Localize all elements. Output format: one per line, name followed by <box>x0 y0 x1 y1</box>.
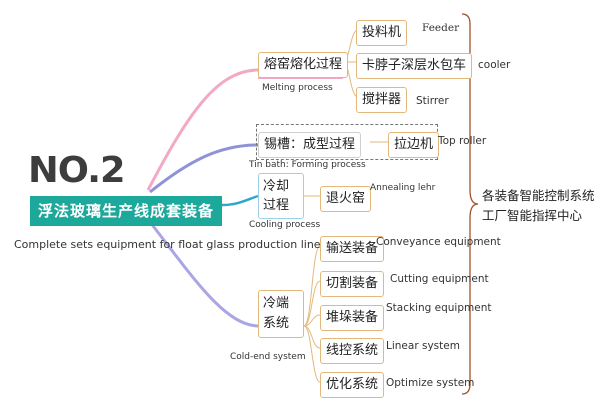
connector-melting <box>146 68 259 191</box>
node-feeder[interactable]: 投料机 <box>356 20 408 46</box>
label-toproller-en: Top roller <box>438 135 487 147</box>
root-subtitle: Complete sets equipment for float glass … <box>14 238 321 251</box>
summary-line-2: 工厂智能指挥中心 <box>482 208 583 223</box>
connector-cutting <box>303 280 321 327</box>
node-melting[interactable]: 熔窑熔化过程 <box>258 52 349 78</box>
label-stacking-en: Stacking equipment <box>386 302 492 314</box>
root-number: NO.2 <box>28 150 126 191</box>
label-cutting-en: Cutting equipment <box>390 273 489 285</box>
label-feeder-en: Feeder <box>422 22 460 34</box>
root-title[interactable]: 浮法玻璃生产线成套装备 <box>30 196 222 226</box>
connector-stacking <box>303 314 321 327</box>
connector-cooling <box>221 194 259 207</box>
node-tinbath[interactable]: 锡槽：成型过程 <box>258 132 362 158</box>
connector-optimize <box>303 325 321 383</box>
node-cutting[interactable]: 切割装备 <box>320 271 385 297</box>
summary-text: 各装备智能控制系统 工厂智能指挥中心 <box>482 186 595 226</box>
connector-coldend <box>148 221 259 328</box>
label-linear-en: Linear system <box>386 340 460 352</box>
node-optimize[interactable]: 优化系统 <box>320 372 385 398</box>
label-optimize-en: Optimize system <box>386 377 475 389</box>
label-tinbath-en: Tin bath: Forming process <box>249 160 366 170</box>
label-conveyance-en: Conveyance equipment <box>376 236 501 248</box>
summary-bracket <box>461 13 479 395</box>
label-coldend-en: Cold-end system <box>230 352 306 362</box>
label-melting-en: Melting process <box>262 83 333 93</box>
node-toproller[interactable]: 拉边机 <box>388 132 440 158</box>
label-stirrer-en: Stirrer <box>416 95 449 107</box>
node-cooler[interactable]: 卡脖子深层水包车 <box>356 53 473 79</box>
node-stirrer[interactable]: 搅拌器 <box>356 87 408 113</box>
node-conveyance[interactable]: 输送装备 <box>320 236 385 262</box>
node-lehr[interactable]: 退火窑 <box>320 186 372 212</box>
summary-line-1: 各装备智能控制系统 <box>482 188 595 203</box>
connector-conveyance <box>303 245 321 327</box>
label-cooler-en: cooler <box>478 59 511 71</box>
label-cooling-en: Cooling process <box>249 220 321 230</box>
node-cooling[interactable]: 冷却过程 <box>258 173 304 219</box>
node-linear[interactable]: 线控系统 <box>320 338 385 364</box>
connector-tinbath <box>149 143 259 194</box>
node-coldend[interactable]: 冷端系统 <box>258 290 304 338</box>
label-lehr-en: Annealing lehr <box>370 183 436 193</box>
node-stacking[interactable]: 堆垛装备 <box>320 305 385 331</box>
